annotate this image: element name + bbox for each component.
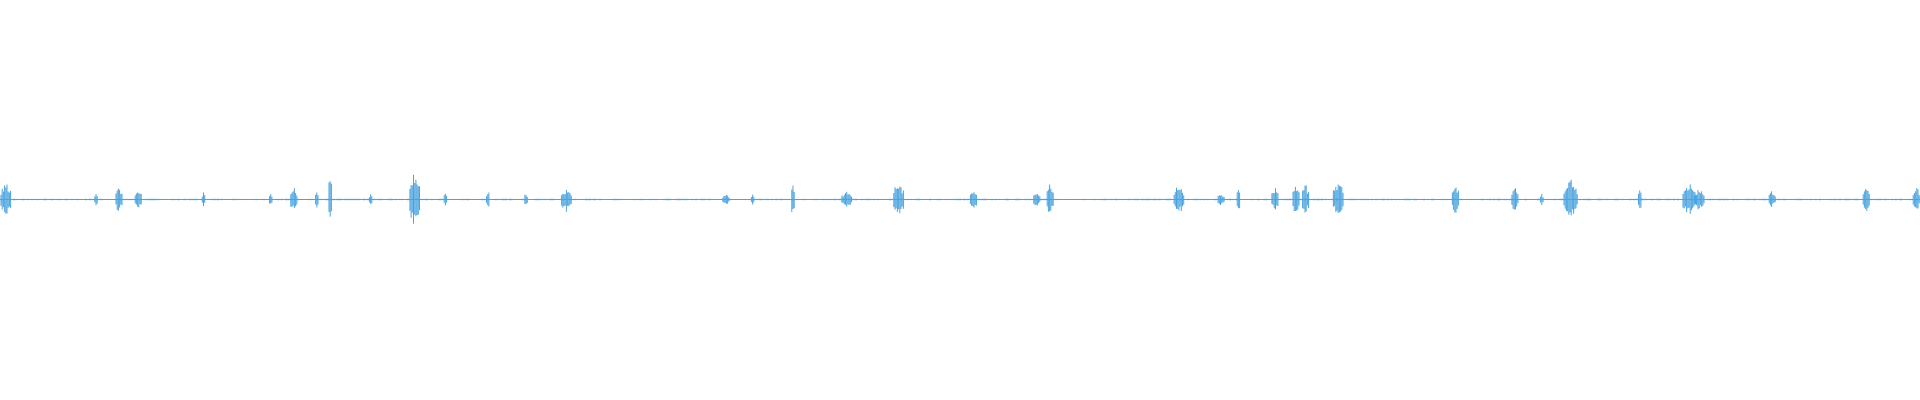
waveform-noise-floor	[0, 198, 1920, 201]
waveform-spikes	[0, 174, 1920, 224]
